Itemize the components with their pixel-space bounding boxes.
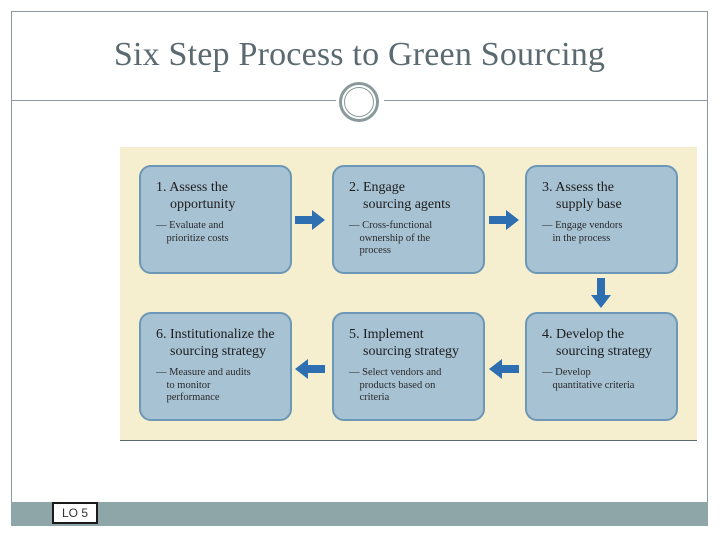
step-desc-1: — Evaluate and prioritize costs <box>156 220 229 244</box>
step-desc-3: — Engage vendors in the process <box>542 220 623 244</box>
step-desc-2: — Cross-functional ownership of the proc… <box>349 220 433 256</box>
step-desc-4: — Develop quantitative criteria <box>542 367 635 391</box>
arrow-down-icon <box>591 278 611 308</box>
step-box-5: 5. Implement sourcing strategy — Select … <box>332 312 485 421</box>
title-divider-left <box>11 100 336 101</box>
slide-title: Six Step Process to Green Sourcing <box>113 36 606 73</box>
step-title-1: 1. Assess the opportunity <box>156 180 236 212</box>
arrow-right-icon <box>295 210 325 230</box>
step-title-6: 6. Institutionalize the sourcing strateg… <box>156 327 275 359</box>
step-box-1: 1. Assess the opportunity — Evaluate and… <box>139 165 292 274</box>
learning-objective-badge: LO 5 <box>52 502 98 524</box>
step-box-2: 2. Engage sourcing agents — Cross-functi… <box>332 165 485 274</box>
process-diagram: 1. Assess the opportunity — Evaluate and… <box>120 147 697 441</box>
step-title-2: 2. Engage sourcing agents <box>349 180 451 212</box>
step-title-4: 4. Develop the sourcing strategy <box>542 327 653 359</box>
step-box-4: 4. Develop the sourcing strategy — Devel… <box>525 312 678 421</box>
footer-bar <box>11 502 708 526</box>
step-desc-6: — Measure and audits to monitor performa… <box>156 367 251 403</box>
divider-ring-ornament <box>339 82 379 122</box>
arrow-right-icon <box>489 210 519 230</box>
arrow-left-icon <box>295 359 325 379</box>
arrow-left-icon <box>489 359 519 379</box>
step-box-6: 6. Institutionalize the sourcing strateg… <box>139 312 292 421</box>
step-box-3: 3. Assess the supply base — Engage vendo… <box>525 165 678 274</box>
title-divider-right <box>384 100 708 101</box>
step-title-5: 5. Implement sourcing strategy <box>349 327 460 359</box>
step-desc-5: — Select vendors and products based on c… <box>349 367 442 403</box>
step-title-3: 3. Assess the supply base <box>542 180 622 212</box>
